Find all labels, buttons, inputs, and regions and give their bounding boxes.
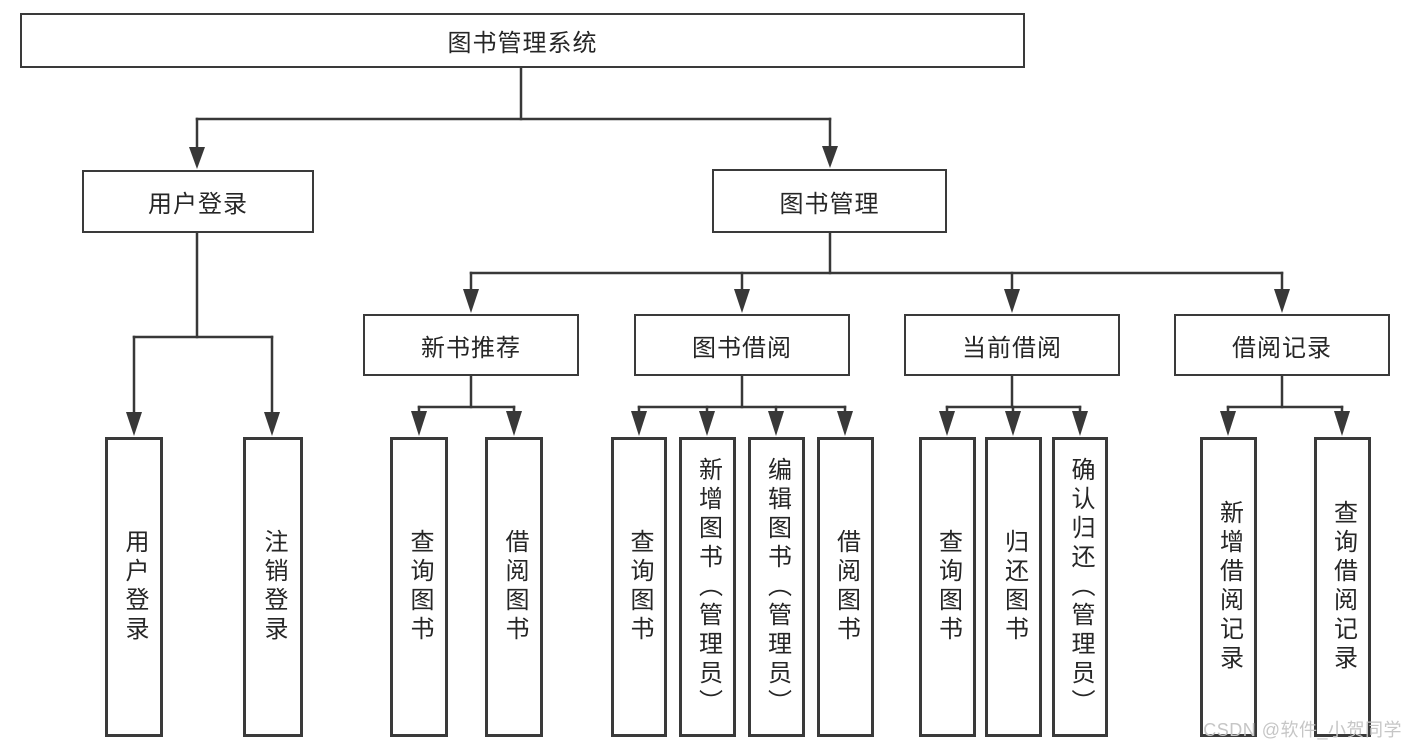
node-label: 编辑图书（管理员） [763, 456, 791, 718]
leaf-confirm-return-admin: 确认归还（管理员） [1052, 437, 1108, 737]
leaf-borrow-books: 借阅图书 [817, 437, 874, 737]
node-label: 查询图书 [626, 529, 653, 645]
node-label: 查询图书 [934, 529, 962, 645]
leaf-borrow-books-recommend: 借阅图书 [485, 437, 543, 737]
node-label: 借阅记录 [1232, 334, 1332, 362]
leaf-query-borrow-record: 查询借阅记录 [1314, 437, 1371, 737]
node-label: 借阅图书 [501, 529, 528, 645]
node-label: 注销登录 [260, 529, 287, 645]
leaf-logout: 注销登录 [243, 437, 303, 737]
leaf-query-books-current: 查询图书 [919, 437, 976, 737]
leaf-query-books-borrow: 查询图书 [611, 437, 667, 737]
leaf-add-book-admin: 新增图书（管理员） [679, 437, 736, 737]
node-label: 新增借阅记录 [1215, 500, 1243, 674]
watermark: CSDN @软件_小贺同学 [1203, 720, 1402, 740]
node-new-book-recommend: 新书推荐 [363, 314, 579, 376]
node-label: 用户登录 [121, 529, 148, 645]
node-user-login: 用户登录 [82, 170, 314, 233]
node-label: 查询图书 [406, 529, 433, 645]
leaf-user-login: 用户登录 [105, 437, 163, 737]
node-current-borrow: 当前借阅 [904, 314, 1120, 376]
node-label: 确认归还（管理员） [1067, 456, 1094, 718]
node-label: 新增图书（管理员） [694, 456, 722, 718]
node-label: 图书管理 [779, 190, 880, 218]
node-label: 用户登录 [148, 191, 248, 218]
node-library-system: 图书管理系统 [20, 13, 1025, 68]
node-label: 当前借阅 [962, 334, 1062, 362]
node-label: 查询借阅记录 [1329, 500, 1357, 674]
leaf-add-borrow-record: 新增借阅记录 [1200, 437, 1257, 737]
node-label: 归还图书 [1000, 529, 1028, 645]
node-book-management: 图书管理 [712, 169, 947, 233]
node-label: 图书管理系统 [447, 30, 598, 57]
leaf-return-books: 归还图书 [985, 437, 1042, 737]
node-borrow-records: 借阅记录 [1174, 314, 1390, 376]
node-label: 借阅图书 [832, 529, 860, 645]
leaf-query-books-recommend: 查询图书 [390, 437, 448, 737]
leaf-edit-book-admin: 编辑图书（管理员） [748, 437, 805, 737]
node-label: 图书借阅 [692, 334, 792, 362]
node-label: 新书推荐 [421, 334, 521, 362]
node-book-borrow: 图书借阅 [634, 314, 850, 376]
